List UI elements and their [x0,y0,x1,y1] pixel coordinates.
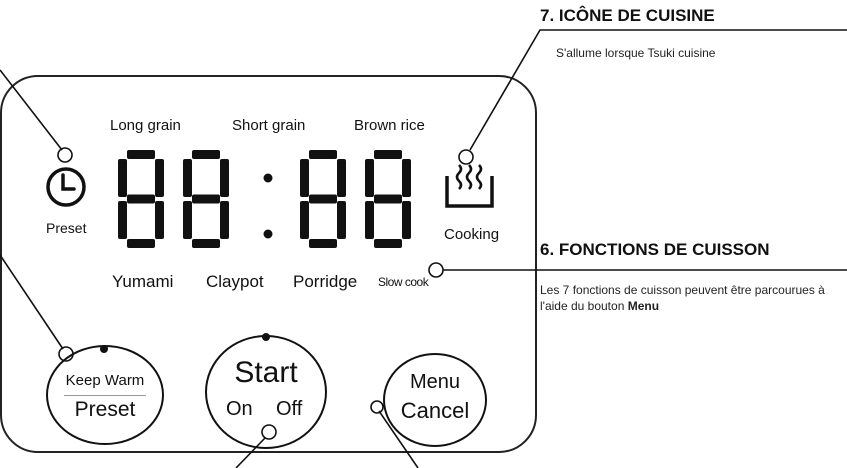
display-digit [118,150,164,248]
mode-label-yumami: Yumami [112,272,174,291]
callout-functions-text: Les 7 fonctions de cuisson peuvent être … [540,282,840,314]
cooking-steam-icon [445,164,494,208]
callout-cooking-icon-title: 7. ICÔNE DE CUISINE [540,6,715,25]
mode-label-short-grain: Short grain [232,117,306,134]
keep-warm-label: Keep Warm [65,372,145,389]
digit-segment-g [374,194,402,204]
clock-icon [46,167,86,207]
digit-segment-e [365,201,374,239]
mode-label-long-grain: Long grain [110,117,181,134]
digit-segment-b [402,159,411,197]
digit-segment-d [309,239,337,248]
digit-segment-b [155,159,164,197]
display-digit [300,150,346,248]
digit-segment-e [300,201,309,239]
digit-segment-a [192,150,220,159]
leader-line-cooking-icon [469,29,847,151]
leader-line-cancel [378,410,419,468]
marker-keep-warm [58,346,74,362]
menu-cancel-button[interactable] [383,353,487,447]
start-indicator-dot [262,333,270,341]
digit-segment-d [374,239,402,248]
digit-segment-e [118,201,127,239]
digit-segment-d [127,239,155,248]
display-digit [183,150,229,248]
digit-segment-f [365,159,374,197]
digit-segment-b [220,159,229,197]
menu-label: Menu [409,371,461,393]
digit-segment-g [309,194,337,204]
digit-segment-f [300,159,309,197]
cancel-label: Cancel [400,398,470,423]
mode-label-brown-rice: Brown rice [354,117,425,134]
start-button-label: Start [234,356,298,389]
digit-segment-g [192,194,220,204]
display-colon-top [263,173,273,183]
digit-segment-f [118,159,127,197]
keep-warm-divider [64,395,146,396]
mode-label-slow-cook: Slow cook [378,275,429,289]
on-label: On [226,398,253,420]
callout-functions-title: 6. FONCTIONS DE CUISSON [540,240,770,259]
keep-warm-indicator-dot [100,345,108,353]
display-digit [365,150,411,248]
digit-segment-d [192,239,220,248]
digit-segment-c [155,201,164,239]
mode-label-claypot: Claypot [206,272,264,291]
marker-start [261,424,277,440]
digit-segment-g [127,194,155,204]
cooking-label: Cooking [444,226,500,243]
marker-cancel [370,400,384,414]
marker-clock [57,147,73,163]
digit-segment-c [220,201,229,239]
leader-line-clock [0,69,63,151]
preset-label: Preset [46,220,87,236]
digit-segment-f [183,159,192,197]
callout-cooking-icon-text: S'allume lorsque Tsuki cuisine [556,46,716,60]
marker-cooking-icon [458,149,474,165]
callout-functions-text-menu: Menu [627,299,660,313]
digit-segment-a [374,150,402,159]
mode-label-porridge: Porridge [293,272,358,291]
digit-segment-a [309,150,337,159]
digit-segment-a [127,150,155,159]
seven-segment-display [118,150,411,248]
digit-segment-c [402,201,411,239]
off-label: Off [276,398,303,420]
preset-button-label: Preset [74,398,136,421]
start-on-off-button[interactable] [205,335,327,449]
display-colon-bottom [263,229,273,239]
leader-line-keep-warm [0,254,64,350]
marker-functions [428,262,444,278]
leader-line-start [235,437,266,468]
digit-segment-b [337,159,346,197]
digit-segment-c [337,201,346,239]
callout-functions-text-main: Les 7 fonctions de cuisson peuvent être … [540,283,825,313]
digit-segment-e [183,201,192,239]
